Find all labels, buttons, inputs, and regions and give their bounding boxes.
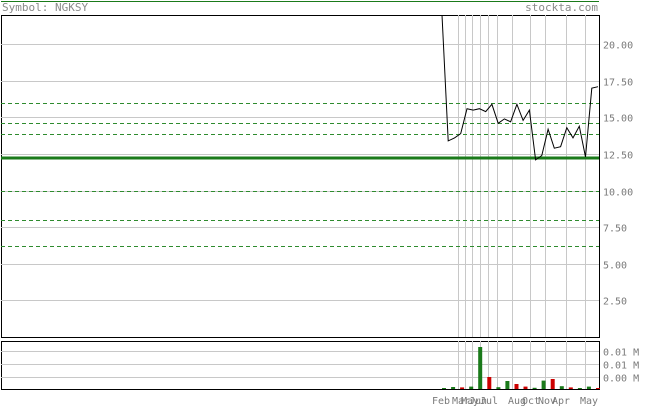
month-label: May	[580, 396, 598, 406]
volume-frame	[1, 341, 600, 390]
price-tick-label: 12.50	[603, 151, 633, 162]
price-tick-label: 7.50	[603, 224, 627, 235]
volume-bar	[568, 387, 573, 389]
volume-bar	[442, 388, 446, 389]
volume-bar	[469, 386, 474, 389]
price-line	[441, 14, 599, 161]
volume-bar	[577, 388, 582, 389]
volume-bar	[505, 381, 510, 389]
price-tick-label: 5.00	[603, 261, 627, 272]
month-label: Nov	[538, 396, 556, 406]
month-label: Aug	[508, 396, 526, 406]
volume-bar	[460, 387, 465, 389]
top-rule	[1, 1, 599, 2]
price-tick-label: 17.50	[603, 78, 633, 89]
price-frame	[1, 15, 600, 338]
brand-label: stockta.com	[525, 1, 598, 14]
volume-bar	[487, 377, 492, 389]
price-tick-label: 10.00	[603, 188, 633, 199]
volume-tick-label: 0.00 M	[603, 374, 639, 385]
volume-bar	[541, 380, 546, 389]
volume-bar	[550, 379, 555, 389]
month-label: Jun	[469, 396, 487, 406]
volume-bar	[559, 386, 564, 389]
volume-bar	[451, 387, 456, 389]
volume-bar	[586, 386, 591, 389]
symbol-label: Symbol: NGKSY	[2, 1, 88, 14]
volume-bar	[596, 388, 600, 389]
volume-panel: 0.01 M 0.01 M 0.00 M	[1, 341, 639, 390]
volume-tick-label: 0.01 M	[603, 361, 639, 372]
volume-bar	[523, 386, 528, 389]
month-label: Jul	[480, 396, 498, 406]
volume-bar	[496, 387, 501, 389]
volume-bar	[532, 387, 537, 389]
month-label: Apr	[552, 396, 570, 406]
price-panel: 20.00 17.50 15.00 12.50 10.00 7.50 5.00 2.50	[1, 1, 633, 338]
month-label: Mar	[452, 396, 470, 406]
price-tick-label: 2.50	[603, 297, 627, 308]
month-label: May	[461, 396, 479, 406]
price-tick-label: 15.00	[603, 114, 633, 125]
volume-bar	[514, 384, 519, 389]
month-label: Feb	[432, 396, 450, 406]
price-tick-label: 20.00	[603, 41, 633, 52]
volume-tick-label: 0.01 M	[603, 348, 639, 359]
month-label: Oct	[522, 396, 540, 406]
volume-bar	[478, 347, 483, 389]
